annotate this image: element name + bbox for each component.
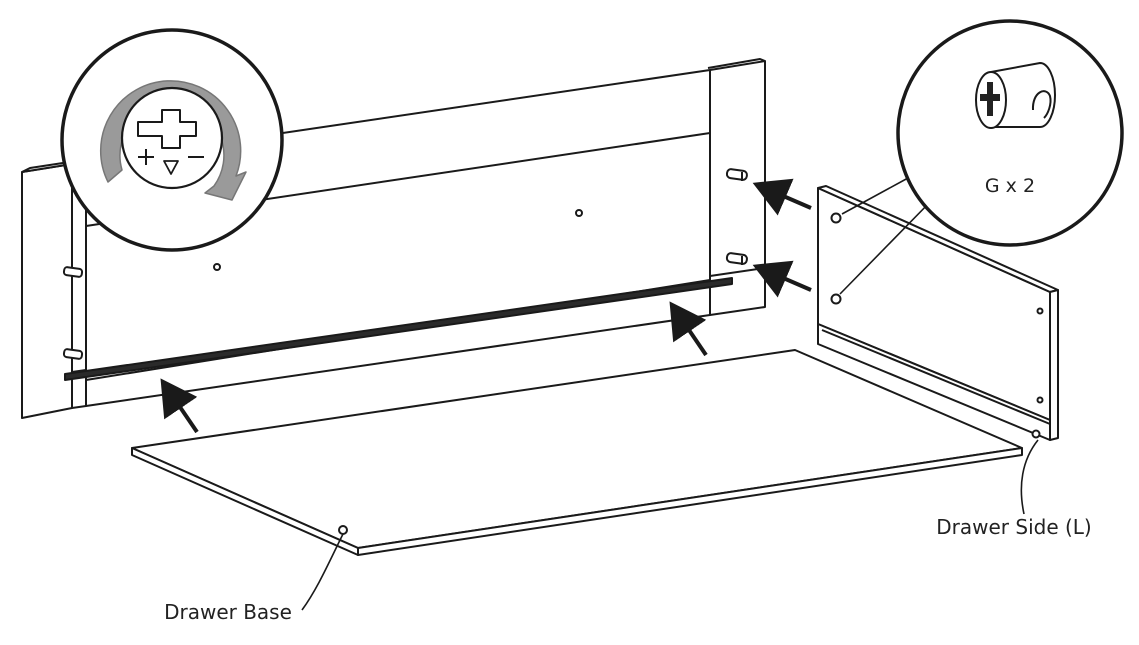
arrow-icon bbox=[669, 301, 708, 357]
groove-rail bbox=[64, 277, 733, 381]
insert-arrows bbox=[160, 178, 812, 434]
arrow-icon bbox=[752, 178, 812, 216]
dowel-right-bottom bbox=[725, 252, 748, 265]
hardware-count-label: G x 2 bbox=[985, 175, 1035, 197]
cam-lock-fitting-icon bbox=[975, 62, 1056, 129]
drawer-side-panel bbox=[817, 185, 1059, 441]
dowel-left-top bbox=[62, 266, 84, 278]
hardware-callout bbox=[896, 19, 1124, 247]
cam-lock-rotate-icon bbox=[99, 80, 247, 201]
rotation-callout bbox=[60, 28, 284, 252]
dowel-right-top bbox=[725, 168, 748, 181]
dowel-left-bottom bbox=[62, 348, 84, 360]
drawer-base-label: Drawer Base bbox=[164, 600, 292, 624]
arrow-icon bbox=[160, 378, 199, 434]
leader-lines bbox=[301, 177, 1039, 611]
arrow-icon bbox=[752, 260, 812, 298]
drawer-base-panel bbox=[131, 349, 1023, 556]
drawer-side-label: Drawer Side (L) bbox=[936, 515, 1091, 539]
